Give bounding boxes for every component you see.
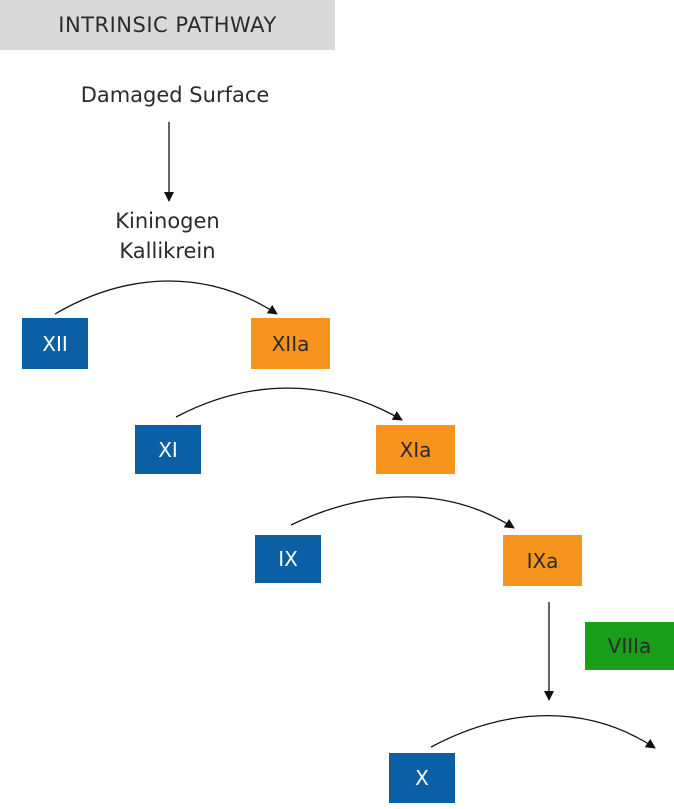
factor-viiia-box: VIIIa [585, 622, 674, 670]
arrow-xi-to-xia [175, 387, 403, 421]
factor-xia-box: XIa [376, 425, 455, 474]
arrow-x-to-xa [430, 714, 656, 749]
factor-ixa-box: IXa [503, 535, 582, 586]
arrow-xii-to-xiia [54, 280, 278, 315]
arrow-ix-to-ixa [290, 496, 515, 529]
factor-ix-box: IX [255, 535, 321, 583]
factor-xiia-box: XIIa [251, 318, 330, 369]
kininogen-label: Kininogen [115, 209, 220, 233]
factor-xi-box: XI [135, 425, 201, 474]
kallikrein-label: Kallikrein [119, 239, 216, 263]
damaged-surface-label: Damaged Surface [80, 83, 270, 107]
factor-xii-box: XII [22, 318, 88, 369]
factor-x-box: X [389, 753, 455, 803]
page-title: INTRINSIC PATHWAY [0, 0, 335, 50]
